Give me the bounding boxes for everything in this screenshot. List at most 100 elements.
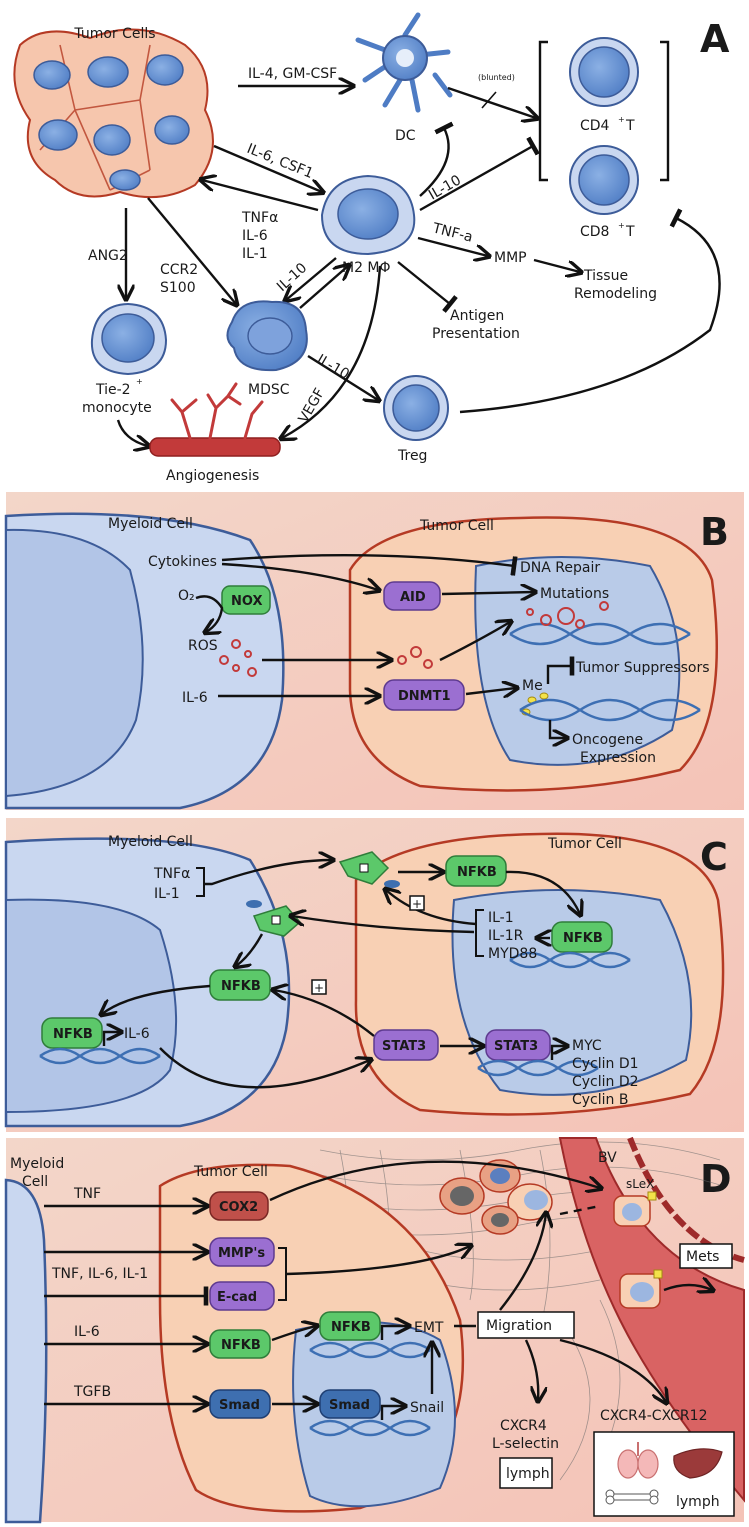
treg-label: Treg <box>397 448 427 464</box>
arrow-cox2-to-bv <box>269 1160 600 1202</box>
nfkb-label-c1: NFKB <box>457 865 497 880</box>
expression-label: Expression <box>580 750 656 766</box>
ros-bubbles-tumor <box>397 646 433 669</box>
dna-helix-d2 <box>309 1419 431 1437</box>
me-label: Me <box>522 678 543 694</box>
stat3-nucleus <box>485 1029 551 1061</box>
tgfb-label: TGFB <box>73 1384 111 1400</box>
nfkb-nucleus-d <box>319 1311 381 1341</box>
il1-label-a: IL-1 <box>242 246 268 262</box>
panel-c-letter: C <box>700 835 728 879</box>
plus-box-c1 <box>409 895 425 911</box>
mmp-label: MMP <box>494 250 527 266</box>
arrow-list-to-myeloid-receptor <box>292 916 475 934</box>
arrow-migration-to-organs <box>559 1338 666 1402</box>
arrow-nfkb-into-nucleus-d <box>271 1326 316 1342</box>
nox-protein <box>221 585 271 615</box>
mmps-label: MMP's <box>218 1246 265 1261</box>
arrow-m2-inhibit-t <box>419 136 540 212</box>
arrow-mdsc-to-m2 <box>299 266 348 309</box>
dna-helix-top <box>509 622 691 646</box>
nfkb-label-c4: NFKB <box>53 1027 93 1042</box>
stat3-label-c2: STAT3 <box>494 1039 538 1054</box>
l-selectin-label: L-selectin <box>492 1436 559 1452</box>
arrow-mmp-to-remodeling <box>533 258 580 272</box>
il1-list-2: IL-1R <box>488 928 524 944</box>
emt-label: EMT <box>414 1320 444 1336</box>
dnmt1-label: DNMT1 <box>398 689 451 704</box>
nfkb-label-d2: NFKB <box>331 1320 371 1335</box>
arrow-stat3-to-nfkb-myeloid <box>274 990 375 1037</box>
arrow-migration-to-lymph <box>524 1339 538 1400</box>
il6-csf1-label: IL-6, CSF1 <box>245 141 316 182</box>
ccr2-label: CCR2 <box>160 262 198 278</box>
blood-vessel <box>558 1137 745 1503</box>
cd8-plus: + <box>618 221 625 230</box>
tie2-monocyte: Tie-2 + monocyte <box>82 302 168 416</box>
blunted-slash <box>481 91 497 109</box>
mets-box <box>679 1243 733 1269</box>
arrow-aid-to-mutations <box>441 592 534 594</box>
panel-b: B Myeloid Cell Tumor Cell Cytokines DNA … <box>4 492 744 810</box>
cd8-t: T <box>625 224 635 240</box>
arrow-il6-to-stat3 <box>159 1047 370 1089</box>
dashed-cluster-to-bv <box>559 1204 601 1216</box>
dna-helix-bottom <box>519 698 701 722</box>
il4-gmcsf-label: IL-4, GM-CSF <box>248 66 337 82</box>
tumor-cells-cluster: Tumor Cells <box>13 26 214 199</box>
cxcr4-cxcl12-label: CXCR4-CXCR12 <box>600 1408 707 1424</box>
lymph-organs-label: lymph <box>676 1494 720 1510</box>
arrow-cytokines-to-aid <box>221 562 378 590</box>
migration-box <box>477 1311 575 1339</box>
lymph-box-label: lymph <box>506 1466 550 1482</box>
il6-label-a: IL-6 <box>242 228 268 244</box>
mets-label: Mets <box>686 1249 719 1265</box>
aid-label: AID <box>400 590 426 605</box>
migration-label: Migration <box>486 1318 552 1334</box>
tumor-suppressors-label: Tumor Suppressors <box>575 660 710 676</box>
dendritic-cell: DC <box>355 12 453 144</box>
il1-list-1: IL-1 <box>488 910 514 926</box>
arrow-smad-to-snail <box>380 1406 404 1420</box>
liver-icon <box>673 1448 723 1479</box>
ros-label: ROS <box>188 638 218 654</box>
tnf-label-d: TNF <box>73 1186 101 1202</box>
m2-macrophage: M2 MΦ <box>320 174 416 276</box>
il10-mdsc-label: IL-10 <box>274 260 310 295</box>
ang2-label: ANG2 <box>88 248 128 264</box>
tissue-label: Tissue <box>583 268 628 284</box>
bracket-il1-list <box>475 909 484 957</box>
dc-label: DC <box>395 128 416 144</box>
arrow-tie2-to-angiogenesis <box>116 419 148 446</box>
bracket-tnfa-il1 <box>196 867 205 897</box>
target-cyclin-d1: Cyclin D1 <box>572 1056 639 1072</box>
angiogenesis-label: Angiogenesis <box>166 468 259 484</box>
panel-a: A Tumor Cells DC <box>13 12 730 484</box>
circulating-tumor-cell-2 <box>619 1269 663 1309</box>
arrow-tumor-to-m2 <box>213 144 322 192</box>
mutations-label: Mutations <box>540 586 609 602</box>
nfkb-cytoplasm-d <box>209 1329 271 1359</box>
circulating-tumor-cell-1 <box>613 1191 657 1227</box>
panel-c: C Myeloid Cell Tumor Cell TNFα IL-1 NFKB… <box>4 818 744 1132</box>
arrow-ros-to-dna <box>439 622 510 662</box>
antigen-label: Antigen <box>450 308 504 324</box>
cd4-t: T <box>625 118 635 134</box>
dna-helix-c2 <box>39 1047 161 1065</box>
ecad-label: E-cad <box>217 1290 257 1305</box>
smad-label-d2: Smad <box>329 1398 370 1413</box>
tumor-cells-label: Tumor Cells <box>73 26 155 42</box>
tnfa-label-c: TNFα <box>153 866 190 882</box>
tie2-label: Tie-2 <box>95 382 131 398</box>
arrow-tumor-to-mdsc <box>147 197 236 304</box>
il6-label-c: IL-6 <box>124 1026 150 1042</box>
ros-bubbles <box>219 639 257 677</box>
presentation-label: Presentation <box>432 326 520 342</box>
il6-label-d: IL-6 <box>74 1324 100 1340</box>
arrow-nfkb-to-emt <box>380 1326 408 1340</box>
il6-label-b: IL-6 <box>182 690 208 706</box>
dna-helix-c1 <box>509 951 631 969</box>
treg-cell: Treg <box>383 375 449 464</box>
plus-box-c2 <box>311 979 327 995</box>
